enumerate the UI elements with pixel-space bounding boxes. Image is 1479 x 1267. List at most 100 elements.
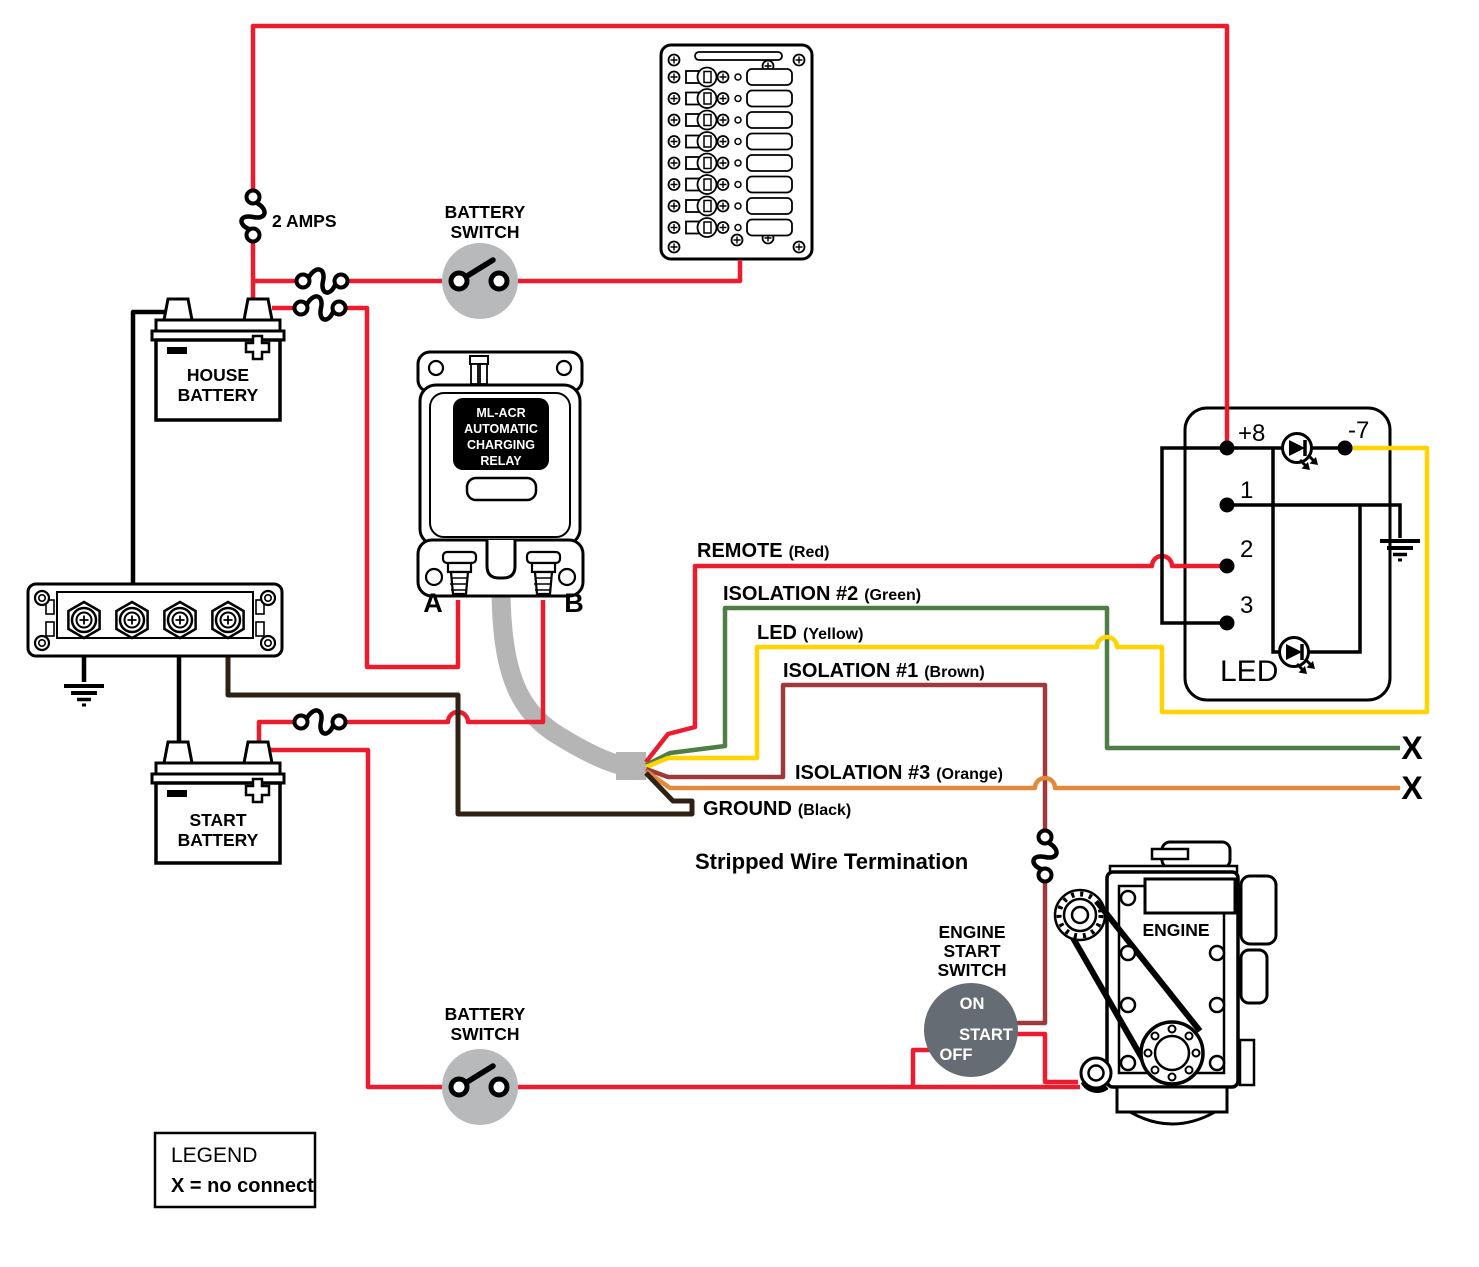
bus-terminal-4 xyxy=(211,600,245,640)
wire-switch-start-to-starter xyxy=(1015,1031,1078,1085)
engine-start-switch-label-line1: ENGINE xyxy=(938,922,1005,942)
led-terminal-minus7-label: -7 xyxy=(1348,417,1369,444)
panel-screw xyxy=(667,156,681,170)
engine-start-switch-off: OFF xyxy=(940,1046,973,1064)
battery-switch-top: BATTERY SWITCH xyxy=(442,202,526,319)
panel-screw xyxy=(667,199,681,213)
led-panel-box xyxy=(1183,406,1392,702)
led-wire-inner-vertical xyxy=(1271,448,1280,654)
engine-belt-left xyxy=(1070,936,1153,1074)
remote-wire-name: REMOTE xyxy=(697,540,783,562)
battery-switch-top-label-line1: BATTERY xyxy=(445,202,526,222)
engine-start-switch-label-line2: START xyxy=(943,941,1000,961)
panel-screw xyxy=(667,92,681,105)
ground-wire-color: (Black) xyxy=(798,802,851,819)
wire-house-to-led-positive xyxy=(250,23,1230,448)
no-connect-x-green: X xyxy=(1401,730,1423,766)
ml-acr-label-panel xyxy=(453,398,549,470)
remote-wire-label: REMOTE (Red) xyxy=(697,540,829,562)
isolation1-wire-name: ISOLATION #1 xyxy=(783,660,918,682)
engine-start-switch-knob xyxy=(924,983,1018,1077)
wire-remote xyxy=(644,553,1221,764)
battery-switch-bottom: BATTERY SWITCH xyxy=(442,1004,526,1125)
start-battery: START BATTERY xyxy=(150,740,286,865)
led-terminal-2-label: 2 xyxy=(1240,536,1253,563)
led-wire-plus8-to-3 xyxy=(1160,446,1227,625)
wire-led xyxy=(645,445,1430,770)
legend: LEGEND X = no connect xyxy=(153,1131,317,1209)
ml-acr-label-line1: ML-ACR xyxy=(476,406,525,420)
busbar-ground-symbol xyxy=(62,684,106,707)
panel-screw xyxy=(667,178,681,191)
ml-acr-label-line4: RELAY xyxy=(480,454,522,468)
engine-air-cleaner-handle xyxy=(1150,847,1190,861)
engine-starter xyxy=(1079,1056,1113,1093)
legend-title: LEGEND xyxy=(171,1144,257,1167)
ml-acr-terminal-a-label: A xyxy=(423,588,443,618)
ground-wire-name: GROUND xyxy=(703,798,792,820)
isolation3-wire-color: (Orange) xyxy=(936,766,1003,783)
isolation3-wire-label: ISOLATION #3 (Orange) xyxy=(795,762,1003,784)
led-wire-bottomled-to-1 xyxy=(1308,505,1362,654)
engine-oil-pan xyxy=(1115,1085,1229,1114)
engine-start-switch-label-line3: SWITCH xyxy=(937,960,1006,980)
panel-screw xyxy=(667,221,681,234)
panel-screw xyxy=(667,70,681,84)
battery-switch-top-label-line2: SWITCH xyxy=(450,222,519,242)
battery-switch-bottom-label-line1: BATTERY xyxy=(445,1004,526,1024)
remote-wire-color: (Red) xyxy=(789,544,830,561)
ground-bus-bar xyxy=(26,582,284,658)
wire-house-negative xyxy=(130,309,170,608)
isolation2-wire-name: ISOLATION #2 xyxy=(723,583,858,605)
engine-attachment-1 xyxy=(1239,874,1278,946)
ground-wire-label: GROUND (Black) xyxy=(703,798,851,820)
ml-acr-cable xyxy=(491,571,627,776)
isolation1-wire-color: (Brown) xyxy=(924,664,984,681)
start-battery-label-line2: BATTERY xyxy=(178,830,259,850)
fuse-2amp xyxy=(241,191,264,242)
wire-switch-off-tap xyxy=(910,1047,930,1087)
panel-screw xyxy=(667,113,681,127)
led-wire-label: LED(Yellow) xyxy=(757,622,863,644)
engine-label: ENGINE xyxy=(1142,920,1209,940)
engine-attachment-2 xyxy=(1239,948,1269,1005)
stripped-wire-termination-label: Stripped Wire Termination xyxy=(695,849,968,874)
ml-acr-label-line3: CHARGING xyxy=(467,438,535,452)
bus-terminal-2 xyxy=(115,600,149,640)
led-terminal-plus8-label: +8 xyxy=(1238,420,1265,447)
engine-belt-right xyxy=(1095,901,1203,1033)
wire-start-to-starter xyxy=(265,747,1080,1090)
wire-isolation-2 xyxy=(644,605,1400,768)
legend-box xyxy=(153,1131,317,1209)
led-panel-label: LED xyxy=(1220,655,1278,688)
led-wire-name: LED xyxy=(757,622,797,644)
ml-acr: ML-ACR AUTOMATIC CHARGING RELAY A B xyxy=(416,350,585,618)
isolation3-wire-name: ISOLATION #3 xyxy=(795,762,930,784)
engine-attachment-3 xyxy=(1238,1038,1256,1087)
led-terminals xyxy=(1219,440,1353,631)
engine-graphic xyxy=(1053,840,1278,1126)
engine-bolts xyxy=(1119,889,1226,1072)
start-battery-label-line1: START xyxy=(189,810,246,830)
panel-screw xyxy=(667,135,681,148)
battery-switch-bottom-label-line2: SWITCH xyxy=(450,1024,519,1044)
ml-acr-cable-chute xyxy=(485,540,517,580)
ml-acr-terminal-a xyxy=(441,550,478,596)
fuse-start xyxy=(295,710,346,733)
legend-entry: X = no connect xyxy=(171,1175,314,1197)
wire-ground xyxy=(225,632,695,817)
engine-alternator-pulley xyxy=(1053,888,1107,942)
engine-crank-pulley xyxy=(1139,1020,1205,1086)
engine-start-switch-on: ON xyxy=(960,995,985,1013)
bus-terminal-3 xyxy=(163,600,197,640)
ml-acr-cable-end xyxy=(616,752,646,780)
wire-house-to-acr-a xyxy=(272,305,461,670)
engine-oil-pan-curve xyxy=(1129,1110,1216,1126)
engine-start-switch: ENGINE START SWITCH ON START OFF xyxy=(924,922,1018,1077)
isolation2-wire-color: (Green) xyxy=(864,587,921,604)
fuse-house-1 xyxy=(297,269,348,292)
led-wire-1-to-ground xyxy=(1227,503,1402,538)
isolation1-wire-label: ISOLATION #1 (Brown) xyxy=(783,660,985,682)
